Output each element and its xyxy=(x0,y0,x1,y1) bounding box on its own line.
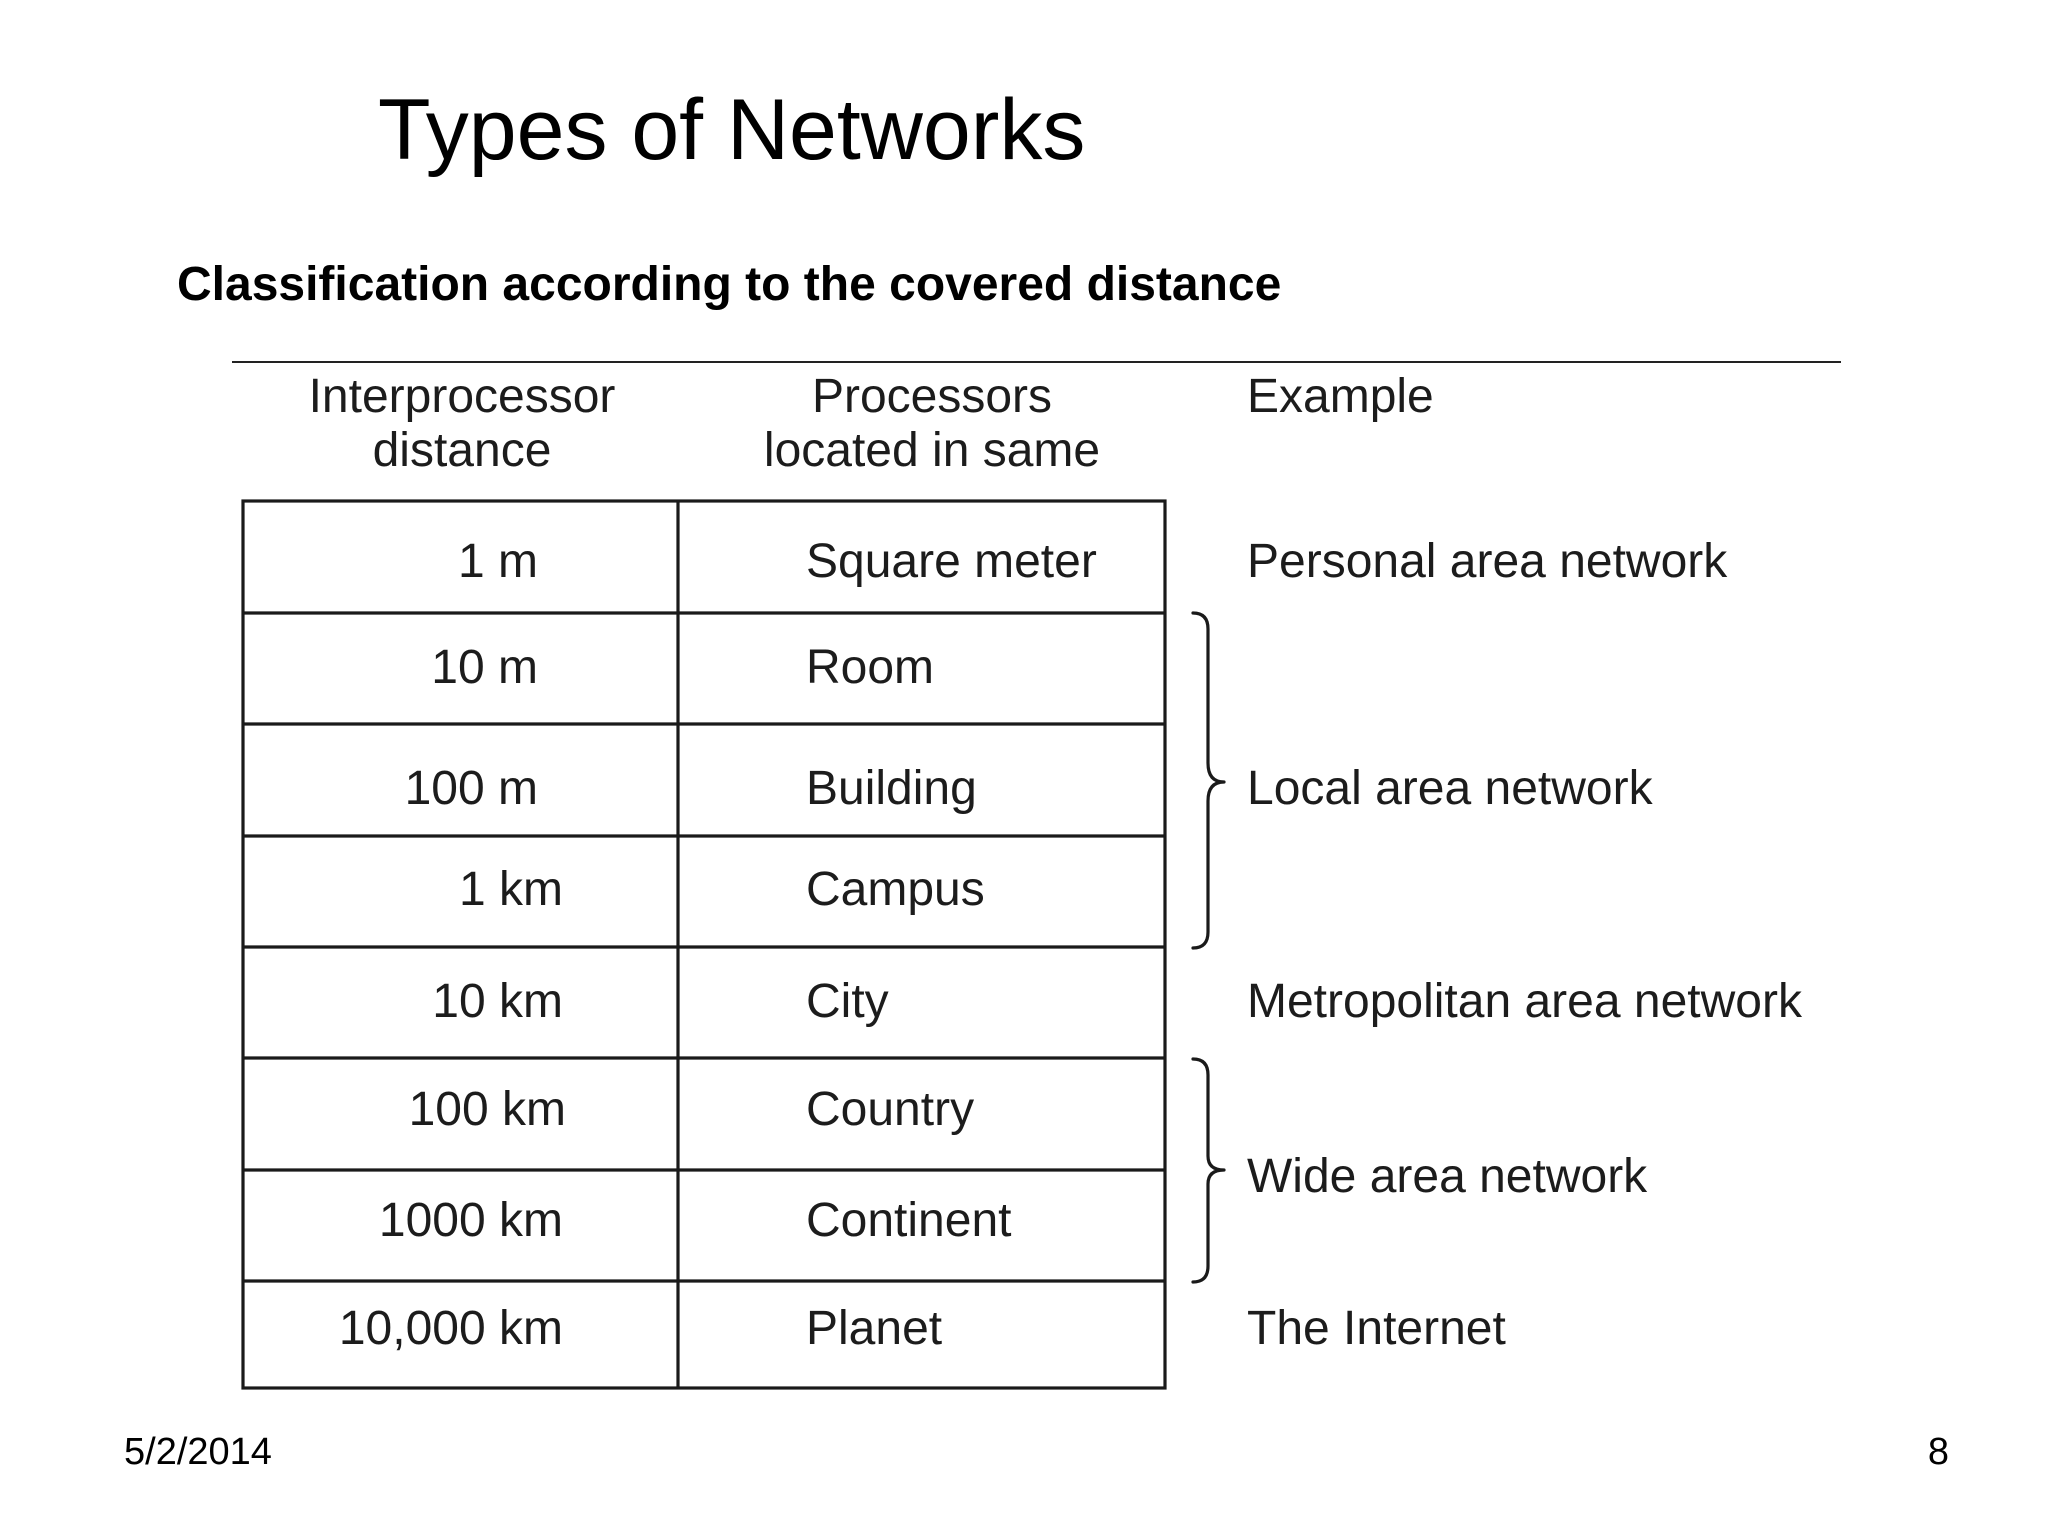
footer-page-number: 8 xyxy=(1927,1431,1949,1473)
header-location-line-2: located in same xyxy=(764,424,1100,477)
example-label: Wide area network xyxy=(1247,1150,1648,1203)
slide-subtitle: Classification according to the covered … xyxy=(177,258,1282,311)
brace-local-area xyxy=(1191,611,1226,950)
example-label: Personal area network xyxy=(1247,535,1728,588)
distance-column: 1 m 10 m 100 m 1 km 10 km 100 km 1000 km… xyxy=(339,535,566,1355)
header-distance-line-2: distance xyxy=(373,424,552,477)
location-cell: Campus xyxy=(806,863,985,916)
location-cell: Planet xyxy=(806,1302,942,1355)
distance-cell: 1 km xyxy=(459,863,563,916)
example-label: Local area network xyxy=(1247,762,1654,815)
footer-date: 5/2/2014 xyxy=(124,1431,272,1473)
distance-cell: 1 m xyxy=(458,535,538,588)
brace-wide-area xyxy=(1191,1057,1226,1284)
example-label: Metropolitan area network xyxy=(1247,975,1803,1028)
distance-cell: 1000 km xyxy=(379,1194,563,1247)
location-cell: City xyxy=(806,975,889,1028)
header-example: Example xyxy=(1247,370,1434,423)
distance-cell: 100 km xyxy=(409,1083,566,1136)
location-cell: Country xyxy=(806,1083,974,1136)
distance-cell: 10 m xyxy=(431,641,538,694)
location-cell: Square meter xyxy=(806,535,1097,588)
location-cell: Continent xyxy=(806,1194,1011,1247)
distance-cell: 10,000 km xyxy=(339,1302,563,1355)
example-label: The Internet xyxy=(1247,1302,1506,1355)
distance-cell: 10 km xyxy=(432,975,563,1028)
location-cell: Building xyxy=(806,762,977,815)
column-headers: Interprocessor distance Processors locat… xyxy=(309,370,1434,477)
header-distance-line-1: Interprocessor xyxy=(309,370,616,423)
grouping-braces xyxy=(1191,611,1226,1284)
location-cell: Room xyxy=(806,641,934,694)
location-column: Square meter Room Building Campus City C… xyxy=(806,535,1097,1355)
header-location-line-1: Processors xyxy=(812,370,1052,423)
slide-title: Types of Networks xyxy=(378,82,1086,178)
distance-cell: 100 m xyxy=(405,762,538,815)
example-column: Personal area network Local area network… xyxy=(1247,535,1803,1355)
table-top-rule xyxy=(232,361,1841,363)
table-border xyxy=(241,499,1167,1390)
table-grid xyxy=(241,499,1167,1390)
